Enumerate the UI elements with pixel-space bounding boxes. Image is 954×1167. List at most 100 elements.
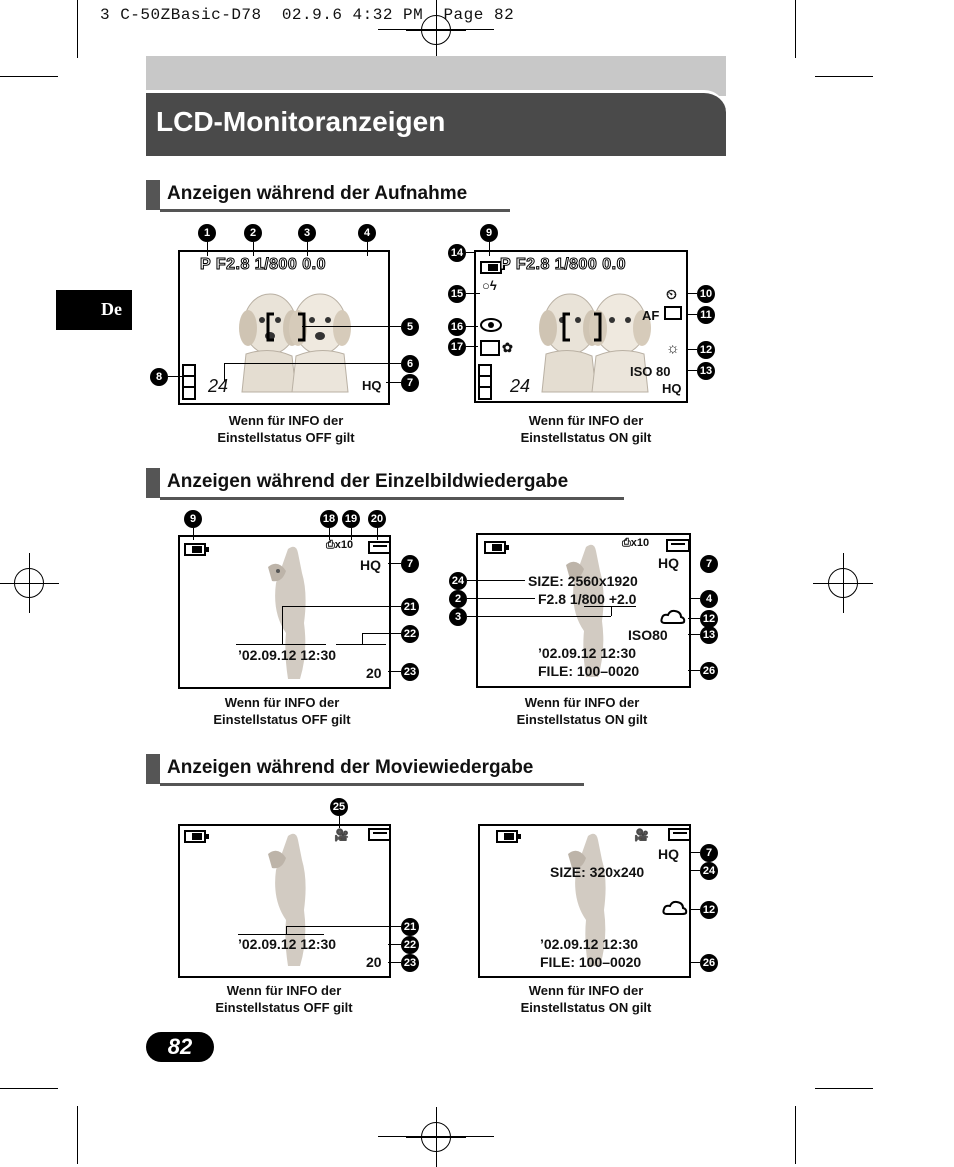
callout-19: 19 bbox=[342, 510, 360, 528]
movie-size: SIZE: 320x240 bbox=[550, 864, 645, 880]
caption-on: Wenn für INFO der Einstellstatus ON gilt bbox=[520, 983, 652, 1015]
callout-26: 26 bbox=[700, 662, 718, 680]
registration-mark bbox=[813, 553, 873, 613]
callout-20: 20 bbox=[368, 510, 386, 528]
callout-22: 22 bbox=[401, 936, 419, 954]
self-timer-icon: ⏲ bbox=[666, 286, 677, 302]
callout-17: 17 bbox=[448, 338, 466, 356]
callout-2: 2 bbox=[449, 590, 467, 608]
lcd-playback-on: ⎙x10 HQ SIZE: 2560x1920 F2.8 1/800 +2.0 … bbox=[476, 533, 691, 688]
cat-photo bbox=[268, 546, 306, 679]
record-mode: HQ bbox=[658, 846, 679, 862]
white-balance-icon bbox=[662, 900, 688, 915]
registration-mark bbox=[406, 0, 466, 60]
callout-24: 24 bbox=[700, 862, 718, 880]
lcd-movie-on: 🎥 HQ SIZE: 320x240 ’02.09.12 12:30 FILE:… bbox=[478, 824, 691, 978]
dogs-photo bbox=[239, 293, 351, 393]
callout-12: 12 bbox=[697, 341, 715, 359]
lcd-movie-off: 🎥 ’02.09.12 12:30 20 bbox=[178, 824, 391, 978]
frames-remaining: 24 bbox=[208, 376, 229, 396]
callout-13: 13 bbox=[697, 362, 715, 380]
callout-16: 16 bbox=[448, 318, 466, 336]
callout-21: 21 bbox=[401, 598, 419, 616]
movie-icon: 🎥 bbox=[634, 828, 649, 842]
callout-15: 15 bbox=[448, 285, 466, 303]
date-time: ’02.09.12 12:30 bbox=[538, 645, 637, 661]
red-eye-icon bbox=[480, 318, 502, 332]
lcd-shooting-on: P F2.8 1/800 0.0 ○ϟ ✿ ⏲ AF ☼ 24 ISO 80 H… bbox=[474, 250, 688, 403]
callout-8: 8 bbox=[150, 368, 168, 386]
frame-number: 20 bbox=[366, 954, 382, 970]
registration-mark bbox=[406, 1107, 466, 1167]
callout-4: 4 bbox=[358, 224, 376, 242]
callout-26: 26 bbox=[700, 954, 718, 972]
callout-18: 18 bbox=[320, 510, 338, 528]
flash-icon: ○ϟ bbox=[482, 278, 497, 293]
protect-icon bbox=[368, 828, 389, 841]
protect-icon bbox=[668, 828, 689, 841]
caption-off: Wenn für INFO der Einstellstatus OFF gil… bbox=[215, 983, 353, 1015]
iso-value: ISO 80 bbox=[630, 364, 671, 379]
shooting-info-line: P F2.8 1/800 0.0 bbox=[499, 256, 627, 274]
print-reserve-count: ⎙x10 bbox=[622, 537, 650, 549]
battery-icon bbox=[480, 261, 505, 274]
caption-on: Wenn für INFO der Einstellstatus ON gilt bbox=[516, 695, 648, 727]
callout-10: 10 bbox=[697, 285, 715, 303]
frame-number: 20 bbox=[366, 665, 382, 681]
crop-mark bbox=[795, 0, 796, 58]
date-time: ’02.09.12 12:30 bbox=[238, 936, 337, 952]
section-title: Anzeigen während der Moviewiedergabe bbox=[167, 757, 534, 778]
crop-mark bbox=[795, 1106, 796, 1164]
date-time: ’02.09.12 12:30 bbox=[540, 936, 639, 952]
callout-11: 11 bbox=[697, 306, 715, 324]
lcd-playback-off: ⎙x10 HQ ’02.09.12 12:30 20 bbox=[178, 535, 391, 689]
callout-4: 4 bbox=[700, 590, 718, 608]
print-reserve-count: ⎙x10 bbox=[326, 539, 354, 551]
caption-on: Wenn für INFO der Einstellstatus ON gilt bbox=[520, 413, 652, 445]
cat-photo bbox=[566, 544, 604, 677]
caption-off: Wenn für INFO der Einstellstatus OFF gil… bbox=[217, 413, 355, 445]
battery-icon bbox=[184, 830, 209, 843]
header-band bbox=[146, 56, 726, 96]
callout-13: 13 bbox=[700, 626, 718, 644]
macro-icon: ✿ bbox=[502, 340, 513, 355]
battery-icon bbox=[496, 830, 521, 843]
callout-6: 6 bbox=[401, 355, 419, 373]
callout-9: 9 bbox=[480, 224, 498, 242]
af-target-mark bbox=[266, 312, 306, 342]
language-tab: De bbox=[56, 290, 132, 330]
file-number: FILE: 100–0020 bbox=[538, 663, 640, 679]
lcd-shooting-off: P F2.8 1/800 0.0 24 HQ bbox=[178, 250, 390, 405]
record-mode: HQ bbox=[360, 557, 381, 573]
crop-mark bbox=[815, 76, 873, 77]
page-title: LCD-Monitoranzeigen bbox=[156, 106, 446, 137]
cat-photo bbox=[268, 833, 306, 966]
page-number: 82 bbox=[146, 1032, 214, 1062]
print-slug: 3 C-50ZBasic-D78 02.9.6 4:32 PM Page 82 bbox=[100, 6, 515, 24]
white-balance-icon bbox=[660, 609, 686, 624]
drive-mode-icon bbox=[664, 306, 682, 320]
metering-icon bbox=[480, 340, 500, 356]
registration-mark bbox=[0, 553, 59, 613]
callout-12: 12 bbox=[700, 901, 718, 919]
crop-mark bbox=[77, 0, 78, 58]
callout-7: 7 bbox=[700, 555, 718, 573]
battery-icon bbox=[484, 541, 509, 554]
af-target-mark bbox=[562, 312, 602, 342]
protect-icon bbox=[666, 539, 689, 552]
callout-7: 7 bbox=[401, 555, 419, 573]
crop-mark bbox=[815, 1088, 873, 1089]
callout-3: 3 bbox=[298, 224, 316, 242]
af-mode: AF bbox=[642, 308, 660, 323]
crop-mark bbox=[0, 1088, 58, 1089]
section-title: Anzeigen während der Einzelbildwiedergab… bbox=[167, 471, 569, 492]
callout-14: 14 bbox=[448, 244, 466, 262]
callout-1: 1 bbox=[198, 224, 216, 242]
protect-icon bbox=[368, 541, 389, 554]
image-size: SIZE: 2560x1920 bbox=[528, 573, 638, 589]
callout-3: 3 bbox=[449, 608, 467, 626]
callout-12: 12 bbox=[700, 610, 718, 628]
record-mode: HQ bbox=[362, 378, 382, 393]
memory-gauge bbox=[182, 364, 196, 400]
exposure-info: F2.8 1/800 +2.0 bbox=[538, 591, 637, 607]
